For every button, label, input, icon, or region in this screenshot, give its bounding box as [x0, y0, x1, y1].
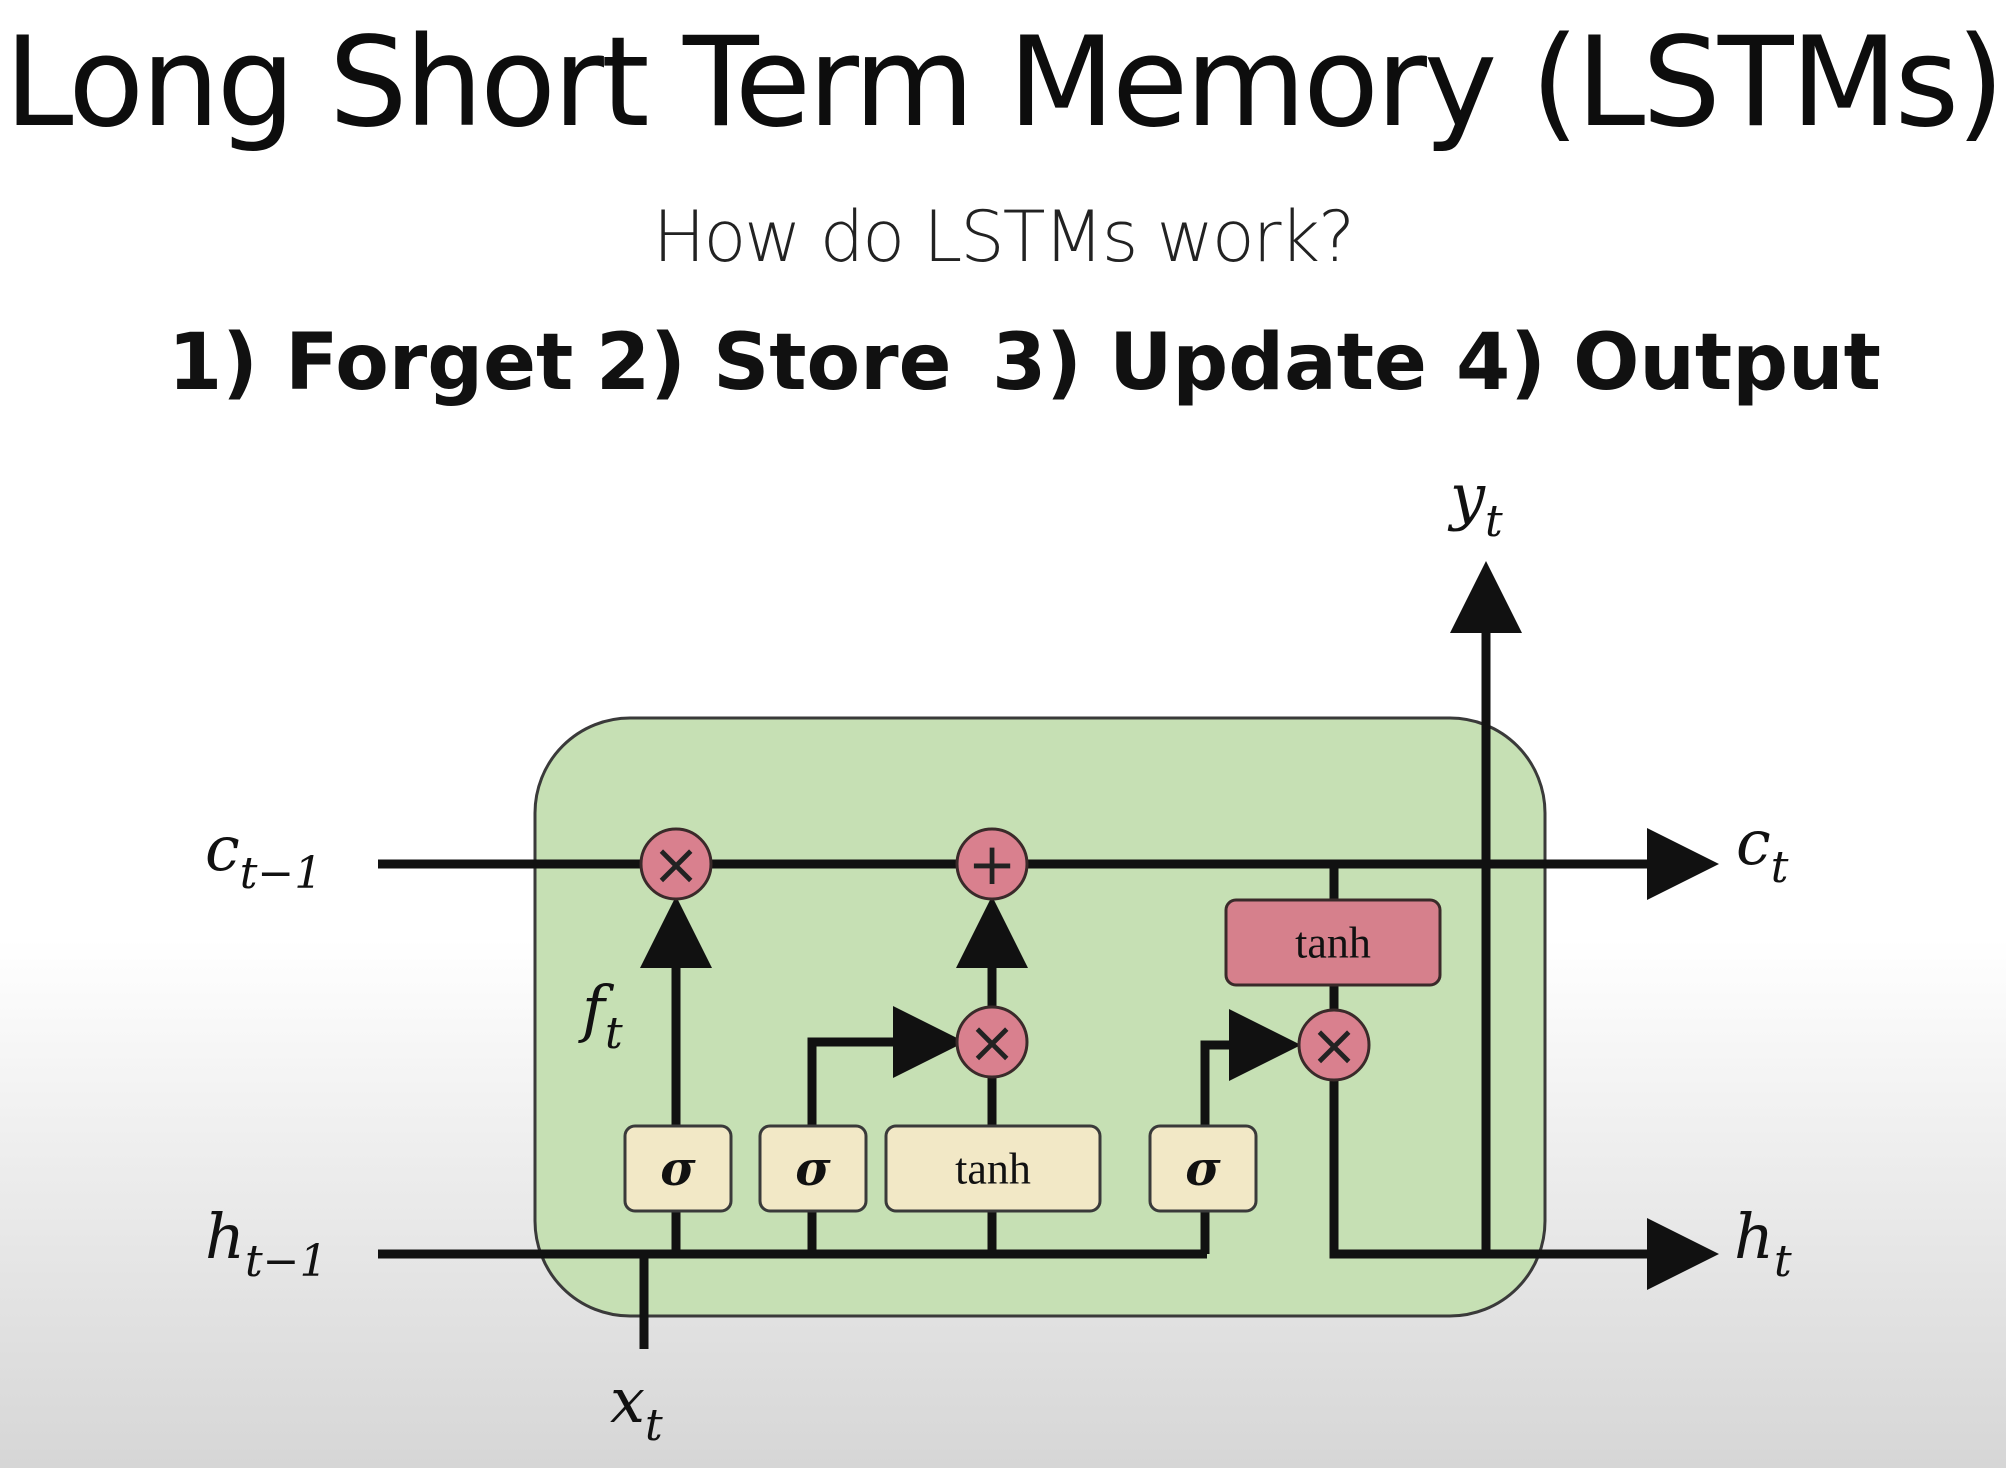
var-sub: t [605, 1008, 623, 1059]
cell-add-op: + [955, 827, 1029, 901]
sigma-label: σ [795, 1141, 831, 1197]
output-gate-box: σ [1148, 1124, 1258, 1213]
var-base: y [1447, 460, 1486, 533]
var-sub: t [645, 1400, 663, 1451]
step-forget: 1) Forget [168, 318, 574, 408]
label-y: yt [1447, 460, 1503, 547]
var-sub: t [1771, 842, 1789, 893]
label-h-prev: ht−1 [205, 1200, 327, 1287]
var-sub: t [1774, 1236, 1792, 1287]
page-subtitle: How do LSTMs work? [652, 196, 1355, 278]
step-store: 2) Store [596, 318, 952, 408]
label-c-prev: ct−1 [205, 812, 322, 899]
output-gate-arrow [1200, 1009, 1301, 1126]
forget-multiply-op: × [639, 827, 713, 901]
label-h-next: ht [1734, 1200, 1792, 1287]
label-c-next: ct [1736, 806, 1789, 893]
var-sub: t−1 [245, 1236, 328, 1287]
tanh-label: tanh [1295, 919, 1371, 968]
hidden-output-line [1329, 1081, 1719, 1290]
tanh-label: tanh [955, 1145, 1031, 1194]
var-base: c [1736, 806, 1771, 879]
input-multiply-op: × [955, 1005, 1029, 1079]
steps-list: 1) Forget 2) Store 3) Update 4) Output [0, 308, 2006, 418]
sigma-label: σ [660, 1141, 696, 1197]
output-tanh-box: tanh [1224, 898, 1442, 987]
candidate-tanh-box: tanh [884, 1124, 1102, 1213]
var-sub: t [1485, 496, 1503, 547]
step-output: 4) Output [1456, 318, 1881, 408]
forget-gate-box: σ [623, 1124, 733, 1213]
multiply-symbol: × [652, 830, 701, 898]
multiply-symbol: × [968, 1008, 1017, 1076]
sigma-label: σ [1185, 1141, 1221, 1197]
var-sub: t−1 [240, 848, 323, 899]
page-title: Long Short Term Memory (LSTMs) [4, 11, 2004, 155]
lstm-cell-body [533, 716, 1547, 1318]
var-base: c [205, 812, 240, 885]
var-base: h [205, 1200, 245, 1273]
input-gate-box: σ [758, 1124, 868, 1213]
step-update: 3) Update [992, 318, 1427, 408]
input-gate-arrow [807, 1006, 965, 1126]
var-base: h [1734, 1200, 1774, 1273]
var-base: x [610, 1364, 645, 1437]
output-multiply-op: × [1297, 1008, 1371, 1082]
add-symbol: + [968, 830, 1017, 898]
multiply-symbol: × [1310, 1011, 1359, 1079]
label-x: xt [610, 1364, 663, 1451]
